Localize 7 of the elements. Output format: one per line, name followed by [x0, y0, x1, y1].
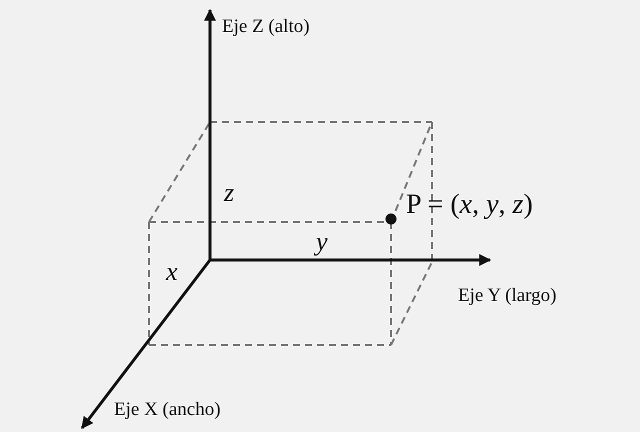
- point-label: P = (x, y, z): [406, 191, 533, 219]
- coordinate-label: z: [224, 180, 234, 206]
- axis-label: Eje X (ancho): [114, 400, 221, 419]
- axis-label: Eje Z (alto): [222, 17, 310, 36]
- coordinate-label: x: [166, 259, 178, 285]
- axis-label: Eje Y (largo): [458, 286, 556, 305]
- coordinate-label: y: [316, 229, 328, 255]
